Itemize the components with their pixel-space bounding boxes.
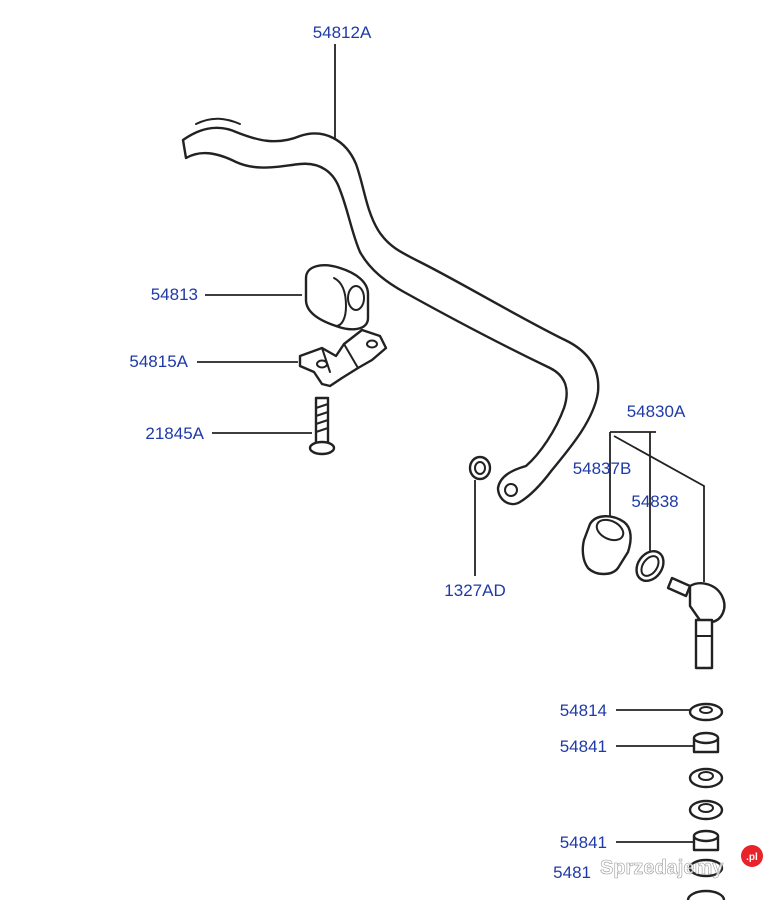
ring [635,549,665,583]
label-54815A: 54815A [129,352,188,371]
bolt [308,396,336,456]
watermark-badge-text: .pl [746,852,758,863]
part-labels: 54812A 54813 54815A 21845A 54830A 54837B… [129,23,686,882]
bottom-partial-part [686,889,726,900]
washer-upper [688,767,724,789]
label-54838: 54838 [631,492,678,511]
label-5481-partial: 5481 [553,863,591,882]
leader-lines [197,44,705,843]
label-21845A: 21845A [145,424,204,443]
retainer-lower [688,858,724,878]
label-54814: 54814 [560,701,607,720]
label-54812A: 54812A [313,23,372,42]
label-54830A: 54830A [627,402,686,421]
label-1327AD: 1327AD [444,581,505,600]
label-54841-upper: 54841 [560,737,607,756]
nut [468,455,492,481]
dust-cover [581,515,632,576]
watermark-badge [741,845,763,867]
link-bushing-lower [692,829,720,852]
bushing [304,264,370,331]
washer-lower [688,799,724,821]
link-assembly [666,576,726,670]
bushing-bracket [298,328,388,388]
label-54837B: 54837B [573,459,632,478]
retainer-upper [688,702,724,722]
stabilizer-bar [181,117,600,506]
watermark: Sprzedajemy .pl [600,845,763,879]
link-bushing-upper [692,731,720,754]
label-54841-lower: 54841 [560,833,607,852]
leader-54830A [609,431,705,582]
label-54813: 54813 [151,285,198,304]
watermark-text: Sprzedajemy [600,857,724,879]
